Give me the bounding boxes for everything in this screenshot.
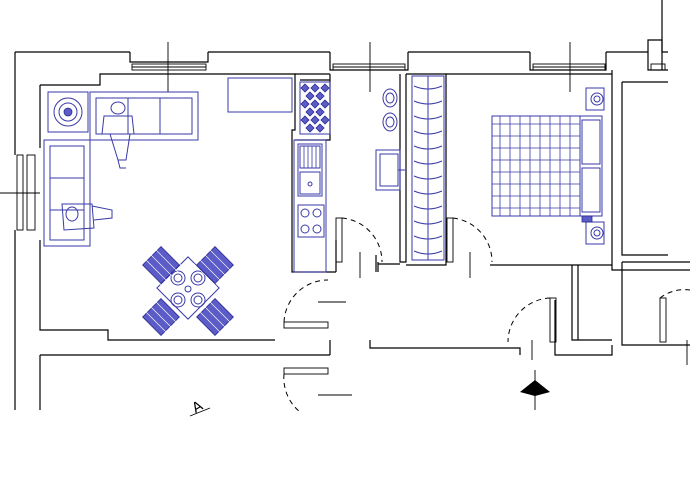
chair-hatch <box>202 304 228 330</box>
hanger <box>413 190 443 195</box>
kitchen-counter <box>227 77 327 273</box>
section-mark <box>189 407 211 417</box>
tile <box>310 83 320 93</box>
tile <box>320 83 330 93</box>
tile <box>300 99 310 109</box>
outer-walls <box>14 0 690 410</box>
hanger <box>413 145 443 150</box>
doors <box>283 217 690 413</box>
tile <box>305 107 315 117</box>
north-arrow <box>520 370 550 410</box>
chair-hatch <box>148 252 174 278</box>
hanger <box>413 115 443 120</box>
chair-hatch <box>143 309 169 335</box>
chair-hatch <box>207 299 233 325</box>
double-bed <box>491 115 603 217</box>
hanger <box>413 250 443 255</box>
chair-hatch <box>158 294 184 320</box>
hanger <box>413 205 443 210</box>
chair-hatch <box>212 294 238 320</box>
chair-hatch <box>197 257 223 283</box>
tile <box>320 115 330 125</box>
chair-hatch <box>158 242 184 268</box>
hanger <box>413 160 443 165</box>
hanger <box>413 85 443 90</box>
shower-tile <box>299 81 331 135</box>
windows <box>0 42 666 231</box>
tile <box>310 99 320 109</box>
chair-hatch <box>192 262 218 288</box>
sofa-top <box>89 91 199 141</box>
lamp-table <box>47 91 89 133</box>
section-label: A <box>190 398 207 417</box>
chair-hatch <box>148 304 174 330</box>
tile <box>310 115 320 125</box>
hanger <box>413 130 443 135</box>
tile <box>320 99 330 109</box>
person-figure <box>61 101 135 231</box>
tile <box>305 123 315 133</box>
chair-hatch <box>153 299 179 325</box>
hanger <box>413 220 443 225</box>
chair-hatch <box>202 252 228 278</box>
tile <box>305 91 315 101</box>
triangle-icon <box>520 380 550 396</box>
hanger <box>413 100 443 105</box>
chair-hatch <box>143 257 169 283</box>
chair-hatch <box>153 247 179 273</box>
chair-hatch <box>197 309 223 335</box>
tile <box>300 83 310 93</box>
tile <box>300 115 310 125</box>
nightstands <box>581 87 605 245</box>
chair-hatch <box>192 314 218 340</box>
chair-hatch <box>138 262 164 288</box>
chair-hatch <box>138 314 164 340</box>
dining-chairs <box>138 242 238 340</box>
bathroom-fixtures <box>375 88 405 191</box>
tile <box>315 107 325 117</box>
chair-hatch <box>212 242 238 268</box>
tile <box>315 91 325 101</box>
hanger <box>413 235 443 240</box>
tile <box>315 123 325 133</box>
chair-hatch <box>207 247 233 273</box>
wardrobe <box>411 75 445 261</box>
hanger <box>413 175 443 180</box>
